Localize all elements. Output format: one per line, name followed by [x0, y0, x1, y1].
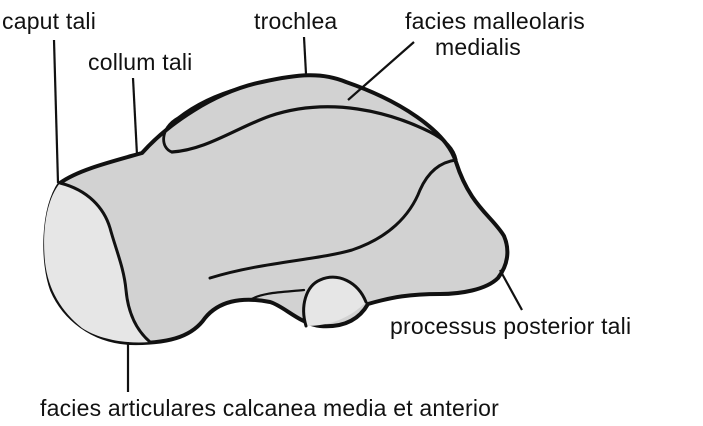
leader-caput-tali — [54, 40, 58, 183]
label-processus-posterior-tali: processus posterior tali — [390, 313, 631, 339]
label-facies-malleolaris-line-2: medialis — [405, 34, 585, 60]
label-collum-tali: collum tali — [88, 49, 192, 75]
label-trochlea: trochlea — [254, 8, 337, 34]
label-caput-tali: caput tali — [2, 8, 96, 34]
label-facies-malleolaris-line-1: facies malleolaris — [405, 8, 585, 34]
leader-collum-tali — [133, 78, 137, 155]
label-facies-malleolaris-medialis: facies malleolaris medialis — [405, 8, 585, 60]
leader-processus-posterior — [500, 270, 522, 310]
label-facies-articulares: facies articulares calcanea media et ant… — [40, 395, 499, 421]
leader-trochlea — [304, 37, 306, 74]
